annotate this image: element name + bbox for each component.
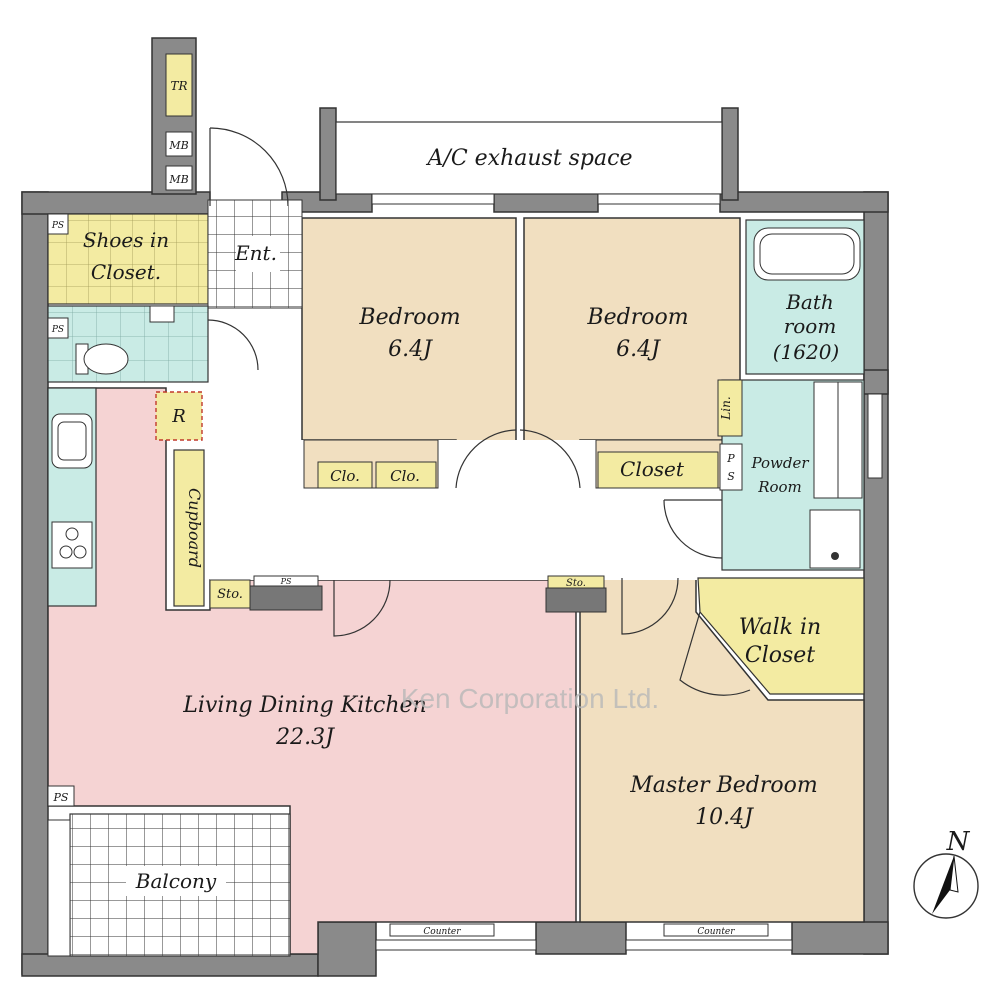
pipe-space-label-toilet: PS: [51, 325, 64, 335]
bedroom-2-size: 6.4J: [616, 337, 661, 362]
shower-icon: [809, 509, 861, 569]
ac-exhaust-label: A/C exhaust space: [426, 146, 633, 171]
balcony-label: Balcony: [135, 869, 217, 893]
toilet-icon: [75, 343, 129, 375]
ldk-label: Living Dining Kitchen: [182, 693, 426, 718]
bedroom-1-size: 6.4J: [388, 337, 433, 362]
storage-1-label: Sto.: [217, 587, 243, 602]
closet-1-label: Clo.: [330, 467, 360, 485]
entrance-label: Ent.: [234, 241, 277, 265]
counter-1: [389, 923, 495, 937]
pipe-space-ldk-label: PS: [53, 791, 69, 804]
entrance-door-swing: [209, 127, 289, 207]
master-bedroom-label: Master Bedroom: [629, 773, 817, 798]
sink-icon: [51, 413, 93, 469]
ldk-size: 22.3J: [275, 725, 335, 750]
counter-2-label: Counter: [697, 927, 735, 937]
master-bedroom: [579, 577, 865, 923]
refrigerator-label: R: [171, 406, 186, 427]
pipe-space-powder-s: S: [727, 470, 735, 483]
closet-2: [375, 461, 437, 489]
counter-1-label: Counter: [423, 927, 461, 937]
closet-3-label: Closet: [620, 457, 685, 481]
pipe-space-powder-p: P: [726, 452, 735, 465]
shoes-closet-label-1: Shoes in: [83, 228, 169, 252]
north-label: N: [946, 827, 971, 857]
bedroom-2-label: Bedroom: [586, 305, 688, 330]
walk-in-closet: [697, 577, 865, 695]
closet-2-label: Clo.: [390, 467, 420, 485]
wash-basin-icon: [813, 381, 863, 499]
pipe-space-mid-label: PS: [280, 577, 292, 586]
shoes-closet: [47, 213, 209, 305]
meter-box-label-1: MB: [168, 139, 188, 152]
walk-in-closet-label-1: Walk in: [739, 615, 821, 640]
shoes-closet-label-2: Closet.: [91, 260, 161, 284]
trash-room-label: TR: [170, 79, 187, 93]
north-arrow-icon: [913, 853, 979, 919]
linen-label: Lin.: [719, 396, 733, 420]
closet-3: [597, 451, 719, 489]
pipe-space-label-shoes: PS: [51, 221, 64, 231]
meter-box-label-2: MB: [168, 173, 188, 186]
linen-closet: [717, 379, 743, 437]
powder-room-label-1: Powder: [750, 454, 809, 472]
storage-2-label: Sto.: [566, 578, 586, 589]
balcony: [69, 813, 291, 957]
storage-1: [209, 579, 251, 609]
cupboard-label: Cupboard: [185, 488, 204, 568]
stove-icon: [51, 521, 93, 569]
powder-room-label-2: Room: [757, 478, 802, 496]
toilet-sink: [149, 305, 175, 323]
closet-1: [317, 461, 373, 489]
bedroom-1-label: Bedroom: [358, 305, 460, 330]
bathroom-label-2: room: [784, 314, 837, 338]
living-dining-kitchen: [47, 387, 577, 955]
refrigerator-space: [155, 391, 203, 441]
bathtub-icon: [753, 227, 861, 281]
master-bedroom-size: 10.4J: [695, 805, 754, 830]
watermark: Ken Corporation Ltd.: [401, 683, 659, 714]
walk-in-closet-label-2: Closet: [745, 643, 815, 668]
windows: [371, 193, 883, 951]
bathroom-label-1: Bath: [785, 290, 834, 314]
toilet-room: [47, 305, 209, 383]
pipe-space-mid: [249, 585, 323, 611]
counter-2: [663, 923, 769, 937]
bathroom-label-3: (1620): [773, 340, 840, 364]
cupboard: [173, 449, 205, 607]
